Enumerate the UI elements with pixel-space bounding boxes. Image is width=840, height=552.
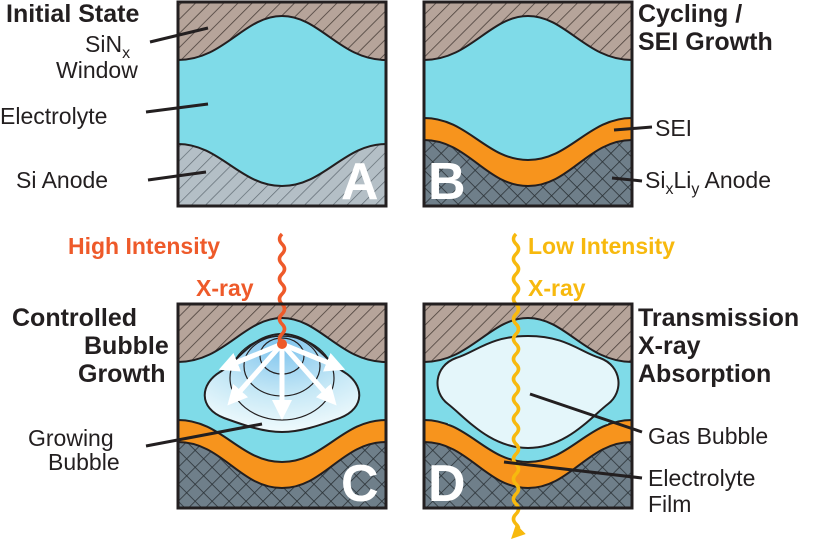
xray-focal-point: [277, 339, 287, 349]
panel-d-title-line2: X-ray: [638, 332, 701, 360]
panel-d-lithiated-anode: [423, 440, 633, 509]
panel-c-letter: C: [341, 455, 379, 513]
panel-c-bubble-label-line1: Growing: [28, 425, 114, 451]
panel-b-title-line2: SEI Growth: [638, 28, 773, 56]
panel-d-bubble-leader: [529, 392, 643, 434]
panel-b-sin-window: [423, 1, 633, 62]
panel-d-film-label-line1: Electrolyte: [648, 465, 755, 491]
panel-c-bubble-leader: [145, 422, 263, 448]
panel-a-window-label: SiNx: [85, 31, 130, 62]
panel-a-frame: [176, 0, 388, 208]
panel-d-letter: D: [428, 455, 466, 513]
panel-d-title-line3: Absorption: [638, 360, 771, 388]
bubble-growth-arrows: [218, 341, 346, 420]
panel-a-window-label-line2: Window: [56, 57, 138, 83]
panel-b-lithiated-anode: [423, 138, 633, 207]
panel-b-sei-leader: [613, 125, 653, 132]
panel-b-anode-leader: [611, 176, 643, 183]
panel-d-title-line1: Transmission: [638, 304, 799, 332]
panel-d-frame: [422, 302, 634, 510]
panel-c-xray-label-line1: High Intensity: [68, 233, 220, 259]
panel-a-sin-window: [177, 1, 387, 62]
panel-b-frame: [422, 0, 634, 208]
panel-d-film-label-line2: Film: [648, 491, 691, 517]
panel-c-sin-window: [177, 303, 387, 364]
panel-c-title-line2: Bubble: [84, 332, 169, 360]
panel-b-letter: B: [428, 153, 466, 211]
gas-bubble: [436, 334, 620, 450]
panel-d-sin-window: [423, 303, 633, 364]
panel-c-frame: [176, 302, 388, 510]
panel-a-letter: A: [341, 153, 379, 211]
panel-d-bubble-label: Gas Bubble: [648, 423, 768, 449]
panel-a-window-leader: [149, 26, 209, 44]
panel-d: D Low Intensity X-ray Transmission X-ray…: [422, 232, 799, 539]
panel-c-lithiated-anode: [177, 440, 387, 509]
panel-b-title-line1: Cycling /: [638, 0, 742, 28]
panel-c-xray-label-line2: X-ray: [196, 275, 254, 301]
panel-d-xray-label-line1: Low Intensity: [528, 233, 675, 259]
panel-c-bubble-label-line2: Bubble: [48, 449, 120, 475]
panel-a-si-anode: [177, 142, 387, 207]
panel-a-electrolyte-label: Electrolyte: [0, 103, 107, 129]
panel-a-anode-label: Si Anode: [16, 167, 108, 193]
panel-d-xray-label-line2: X-ray: [528, 275, 586, 301]
panel-d-film-leader: [503, 460, 643, 480]
low-intensity-xray-beam: [511, 232, 526, 539]
panel-c: C High Intensity X-ray Controlled Bubble…: [12, 232, 388, 513]
panel-b-sei-label: SEI: [655, 115, 692, 141]
panel-a: A Initial State SiNx Window Electrolyte …: [0, 0, 388, 211]
panel-a-electrolyte-leader: [145, 102, 209, 114]
panel-b-anode-label: SixLiy Anode: [645, 167, 771, 198]
panel-c-title-line1: Controlled: [12, 304, 137, 332]
panel-c-title-line3: Growth: [78, 360, 166, 388]
high-intensity-xray-beam: [277, 232, 287, 346]
panel-b: B Cycling / SEI Growth SEI SixLiy Anode: [422, 0, 773, 211]
panel-a-anode-leader: [147, 170, 207, 182]
panel-a-title: Initial State: [6, 0, 139, 28]
panel-d-electrolyte-film: [448, 418, 608, 456]
